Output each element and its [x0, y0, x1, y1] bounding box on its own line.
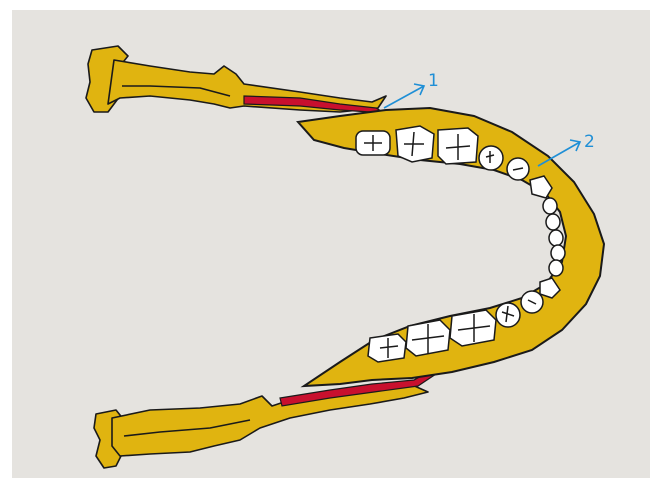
tooth-incisor-5: [549, 260, 563, 276]
tooth-incisor-2: [546, 214, 560, 230]
tooth-incisor-1: [543, 198, 557, 214]
tooth-premolar-2: [479, 146, 503, 170]
callout-2-label: 2: [584, 132, 595, 152]
tooth-incisor-3: [549, 230, 563, 246]
callout-1-label: 1: [428, 71, 439, 91]
tooth-incisor-4: [551, 245, 565, 261]
tooth-molar-6: [368, 334, 406, 362]
